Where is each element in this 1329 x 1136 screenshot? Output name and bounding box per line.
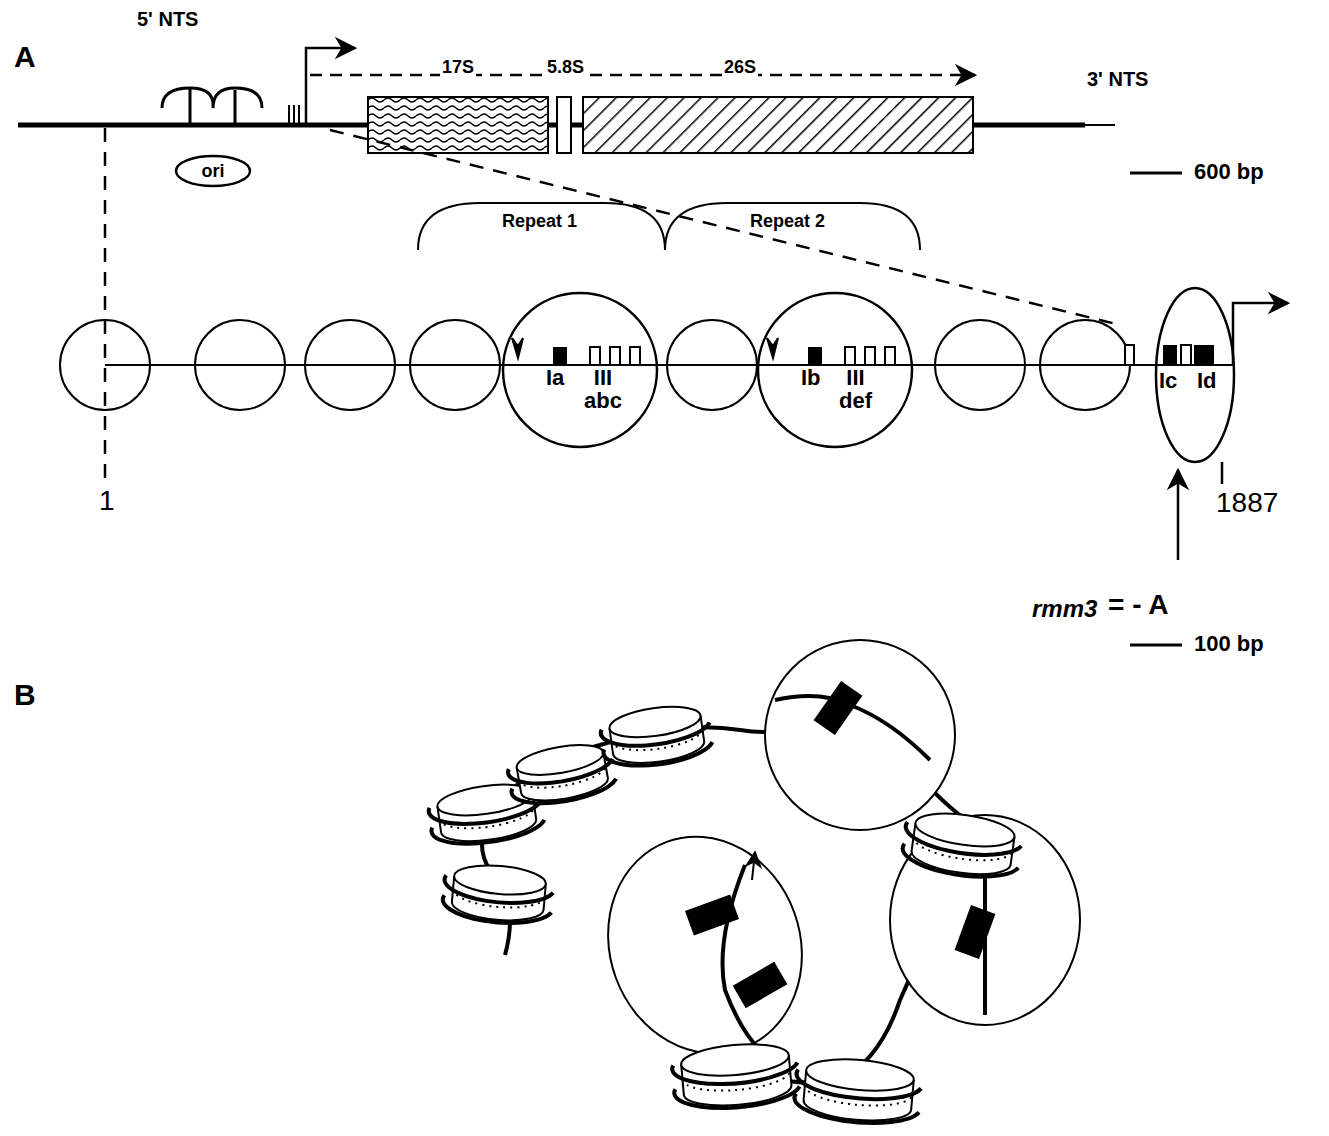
gene-label: 26S	[722, 58, 758, 78]
node-text: Ic	[1159, 369, 1177, 392]
repeat-label: Repeat 2	[748, 212, 827, 232]
region-label: 3' NTS	[1085, 68, 1150, 90]
coordinate: 1887	[1214, 488, 1280, 519]
promoter-region: Ic Id	[1155, 287, 1235, 463]
scale-label: 100 bp	[1192, 632, 1266, 656]
nucleosome-region: Ia III abc	[502, 292, 658, 448]
scale-label: 600 bp	[1192, 160, 1266, 184]
node-text: ori	[201, 162, 224, 181]
node-text: III abc	[584, 366, 622, 412]
repeat-label: Repeat 1	[500, 212, 579, 232]
node-text: III def	[839, 366, 872, 412]
panel-letter: A	[12, 40, 38, 73]
region-label: 5' NTS	[135, 8, 200, 30]
node-outline	[502, 292, 658, 448]
node-text: Ia	[546, 366, 564, 389]
nucleosome-region: Ib III def	[757, 292, 913, 448]
panel-letter: B	[12, 678, 38, 711]
mutation-label: = - A	[1106, 590, 1170, 621]
node-text: Id	[1197, 369, 1217, 392]
node-outline	[757, 292, 913, 448]
node-text: Ib	[801, 366, 821, 389]
origin-oval: ori	[175, 155, 251, 187]
coordinate: 1	[97, 486, 117, 517]
gene-label: 17S	[440, 58, 476, 78]
mutation-label: rmm3	[1030, 596, 1099, 622]
gene-label: 5.8S	[545, 58, 586, 78]
